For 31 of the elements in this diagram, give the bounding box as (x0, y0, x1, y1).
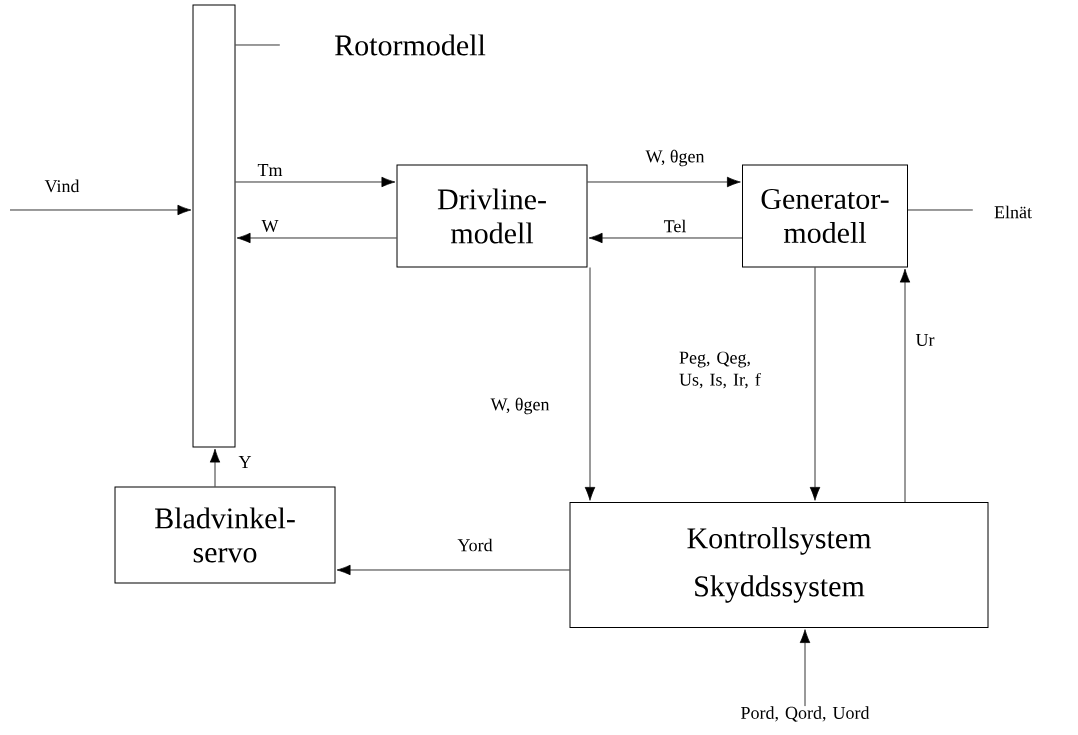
control-box: Kontrollsystem Skyddssystem (569, 502, 989, 628)
leader-line (235, 44, 281, 46)
arrow (235, 176, 396, 188)
rotor-bar (192, 4, 236, 448)
edge-label: Tel (662, 218, 688, 234)
edge-label: Ur (914, 333, 936, 347)
block-label: Rotormodell (335, 34, 486, 56)
input-label: Pord, Qord, Uord (741, 706, 870, 722)
grid-label: Elnät (994, 205, 1032, 219)
leader-line (907, 209, 974, 211)
arrow (588, 232, 743, 244)
arrow (809, 267, 821, 501)
edge-label: Y (237, 455, 253, 469)
arrow (799, 629, 811, 707)
arrow (584, 267, 596, 501)
edge-label: Peg, Qeg, Us, Is, Ir, f (678, 350, 772, 390)
process-box: Bladvinkel-servo (114, 486, 336, 584)
arrow (209, 448, 221, 487)
edge-label: Tm (256, 163, 284, 177)
edge-label: W, θgen (644, 148, 706, 168)
process-box: Drivline-modell (396, 164, 588, 268)
arrow (236, 232, 397, 244)
process-box: Generator-modell (742, 164, 908, 268)
arrow (9, 204, 192, 216)
edge-label: W, θgen (489, 396, 551, 416)
arrow (336, 564, 570, 576)
arrow (587, 176, 741, 188)
edge-label: W (260, 218, 280, 233)
arrow (899, 268, 911, 503)
edge-label: Yord (456, 537, 494, 553)
edge-label: Vind (43, 178, 81, 194)
